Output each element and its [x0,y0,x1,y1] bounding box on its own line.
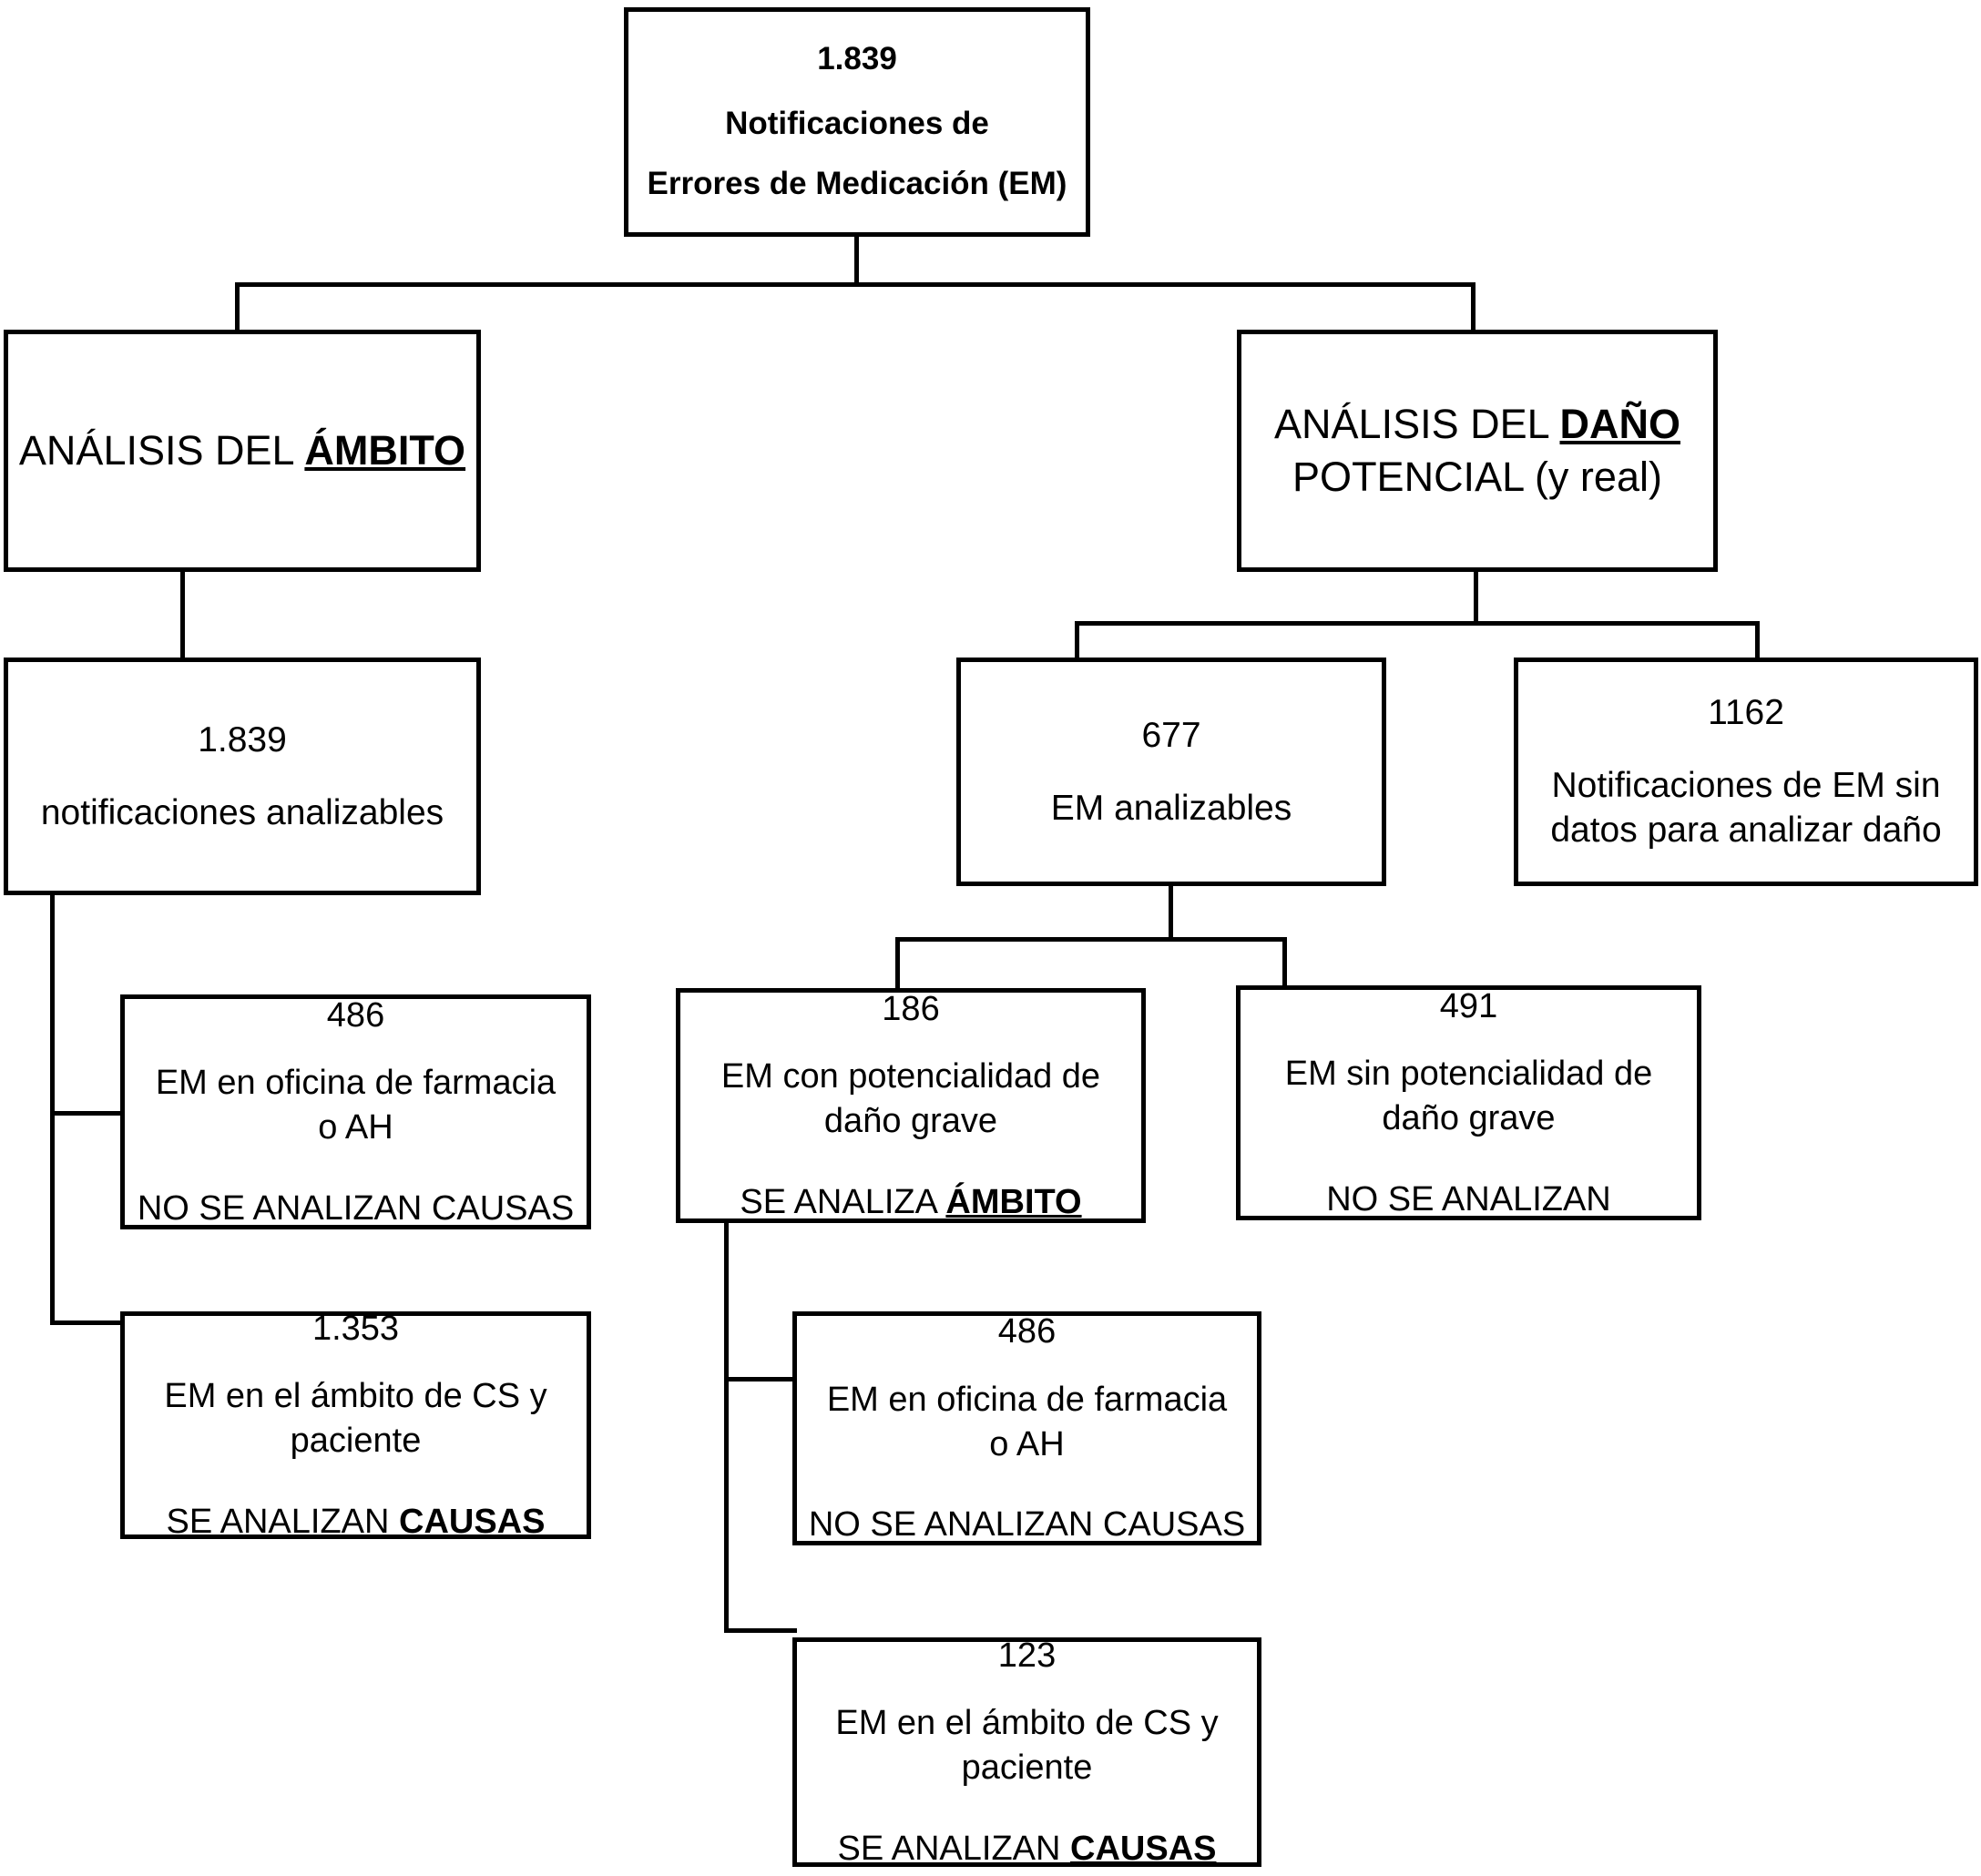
node-notificaciones-analizables-count: 1.839 [198,719,287,760]
node-con-potencialidad-line3: SE ANALIZA ÁMBITO [680,1180,1141,1225]
node-ambito-farmacia-line2: o AH [318,1108,393,1147]
node-dano-farmacia-line2: o AH [989,1424,1065,1463]
connector-to-em-analizables [1075,621,1079,659]
node-dano-cs[interactable]: 123 EM en el ámbito de CS y paciente SE … [792,1636,1261,1868]
node-analisis-ambito-emphasis: ÁMBITO [304,427,466,474]
node-sin-potencialidad-line3: NO SE ANALIZAN [1326,1179,1611,1218]
node-dano-cs-line1: EM en el ámbito de CS y [835,1704,1219,1743]
node-dano-cs-line3-emphasis: CAUSAS [1070,1829,1217,1868]
connector-potencialidad-trunk [724,1221,729,1633]
connector-dano-split-bar [1075,621,1760,626]
node-sin-datos-line2: datos para analizar daño [1550,811,1942,851]
node-root-notificaciones[interactable]: 1.839 Notificaciones de Errores de Medic… [624,7,1090,237]
node-root-line1: Notificaciones de [725,105,989,141]
node-con-potencialidad-line3-emphasis: ÁMBITO [945,1182,1082,1221]
node-ambito-cs-line3-prefix: SE ANALIZAN [166,1502,400,1541]
node-ambito-cs-line1: EM en el ámbito de CS y [164,1377,547,1416]
node-dano-cs-line3: SE ANALIZAN CAUSAS [797,1827,1257,1871]
node-em-analizables-line1: EM analizables [1050,788,1292,828]
node-ambito-cs-count: 1.353 [311,1309,400,1348]
node-dano-cs-count: 123 [997,1636,1057,1675]
node-con-potencialidad-line1: EM con potencialidad de [720,1057,1101,1096]
connector-potencialidad-to-cs [724,1628,797,1633]
connector-root-split-bar [235,282,1476,287]
node-sin-potencialidad-line1: EM sin potencialidad de [1284,1055,1653,1094]
connector-analizables-trunk [50,895,55,1325]
connector-to-con-potencialidad [895,937,900,988]
node-analisis-ambito-label: ANÁLISIS DEL ÁMBITO [8,424,476,477]
node-notificaciones-analizables[interactable]: 1.839 notificaciones analizables [4,658,481,895]
connector-analizables-to-cs [50,1320,125,1325]
node-sin-potencialidad-line2: daño grave [1382,1099,1556,1137]
node-notificaciones-analizables-line1: notificaciones analizables [40,792,444,832]
node-dano-farmacia[interactable]: 486 EM en oficina de farmacia o AH NO SE… [792,1311,1261,1545]
node-ambito-farmacia-count: 486 [326,995,385,1035]
node-analisis-dano-line2: POTENCIAL (y real) [1292,454,1662,500]
node-con-potencialidad[interactable]: 186 EM con potencialidad de daño grave S… [676,988,1146,1223]
node-analisis-ambito-prefix: ANÁLISIS DEL [18,427,305,474]
node-con-potencialidad-line3-prefix: SE ANALIZA [740,1182,946,1221]
node-dano-farmacia-line3: NO SE ANALIZAN CAUSAS [808,1505,1246,1545]
connector-ambito-stem [180,570,185,659]
connector-em-analizables-stem [1169,886,1173,941]
node-ambito-cs[interactable]: 1.353 EM en el ámbito de CS y paciente S… [120,1310,591,1541]
node-sin-datos[interactable]: 1162 Notificaciones de EM sin datos para… [1514,658,1978,886]
node-dano-farmacia-line1: EM en oficina de farmacia [826,1380,1228,1419]
node-dano-cs-line3-prefix: SE ANALIZAN [837,1829,1071,1868]
node-con-potencialidad-line2: daño grave [823,1102,998,1140]
node-sin-datos-line1: Notificaciones de EM sin [1551,765,1941,805]
node-analisis-dano-emphasis: DAÑO [1559,401,1680,448]
node-dano-farmacia-count: 486 [997,1312,1057,1351]
node-ambito-farmacia-line3: NO SE ANALIZAN CAUSAS [137,1188,575,1228]
connector-dano-stem [1474,570,1478,625]
connector-analizables-to-farmacia [50,1111,125,1116]
node-dano-cs-line2: paciente [961,1749,1093,1787]
node-ambito-cs-line3: SE ANALIZAN CAUSAS [125,1500,587,1545]
node-ambito-cs-line3-emphasis: CAUSAS [399,1502,546,1541]
node-analisis-ambito[interactable]: ANÁLISIS DEL ÁMBITO [4,330,481,572]
node-sin-potencialidad[interactable]: 491 EM sin potencialidad de daño grave N… [1236,985,1701,1220]
node-em-analizables[interactable]: 677 EM analizables [956,658,1386,886]
node-ambito-farmacia[interactable]: 486 EM en oficina de farmacia o AH NO SE… [120,994,591,1229]
node-em-analizables-count: 677 [1141,715,1201,755]
node-con-potencialidad-count: 186 [882,989,940,1028]
node-ambito-farmacia-line1: EM en oficina de farmacia [155,1064,557,1103]
node-analisis-dano-prefix: ANÁLISIS DEL [1274,401,1560,448]
connector-to-dano [1471,282,1476,331]
node-sin-potencialidad-count: 491 [1439,986,1498,1025]
connector-to-sin-potencialidad [1282,937,1287,988]
node-sin-datos-count: 1162 [1708,692,1784,732]
connector-to-ambito [235,282,240,331]
node-analisis-dano-label: ANÁLISIS DEL DAÑO [1241,398,1713,451]
node-root-count: 1.839 [817,40,897,76]
connector-root-stem [854,235,859,286]
node-ambito-cs-line2: paciente [290,1422,422,1460]
connector-em-analizables-split-bar [895,937,1287,942]
connector-potencialidad-to-farmacia [724,1377,797,1382]
connector-to-sin-datos [1755,621,1760,659]
node-root-line2: Errores de Medicación (EM) [647,166,1067,202]
node-analisis-dano[interactable]: ANÁLISIS DEL DAÑO POTENCIAL (y real) [1237,330,1718,572]
